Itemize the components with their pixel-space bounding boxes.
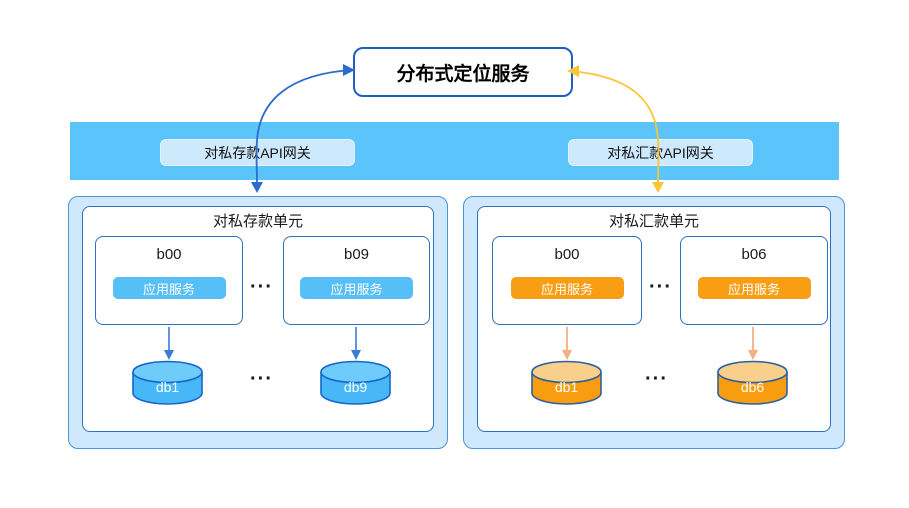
ellipsis: ···: [645, 368, 668, 390]
app-service-pill: 应用服务: [112, 277, 226, 299]
node-box-remit-b00: b00 应用服务: [492, 236, 642, 325]
node-title: b00: [156, 246, 182, 263]
node-box-deposit-b09: b09 应用服务: [283, 236, 430, 325]
gateway-chip-remit: 对私汇款API网关: [568, 139, 753, 166]
node-title: b06: [741, 246, 767, 263]
ellipsis: ···: [250, 368, 273, 390]
node-box-deposit-b00: b00 应用服务: [95, 236, 243, 325]
ellipsis: ···: [250, 276, 273, 298]
unit-title-remit: 对私汇款单元: [608, 212, 699, 230]
service-box: 分布式定位服务: [353, 47, 573, 97]
arrowhead-into-deposit-unit-icon: [251, 182, 263, 193]
app-service-pill: 应用服务: [300, 277, 413, 299]
unit-title-deposit: 对私存款单元: [212, 212, 303, 230]
gateway-label-remit: 对私汇款API网关: [607, 144, 714, 161]
node-box-remit-b06: b06 应用服务: [680, 236, 828, 325]
node-title: b00: [554, 246, 580, 263]
app-service-pill: 应用服务: [697, 277, 811, 299]
app-service-pill: 应用服务: [510, 277, 624, 299]
arrowhead-into-remit-unit-icon: [652, 182, 664, 193]
service-title: 分布式定位服务: [396, 63, 530, 85]
gateway-chip-deposit: 对私存款API网关: [160, 139, 355, 166]
gateway-label-deposit: 对私存款API网关: [204, 144, 311, 161]
node-title: b09: [343, 246, 370, 263]
ellipsis: ···: [649, 276, 672, 298]
